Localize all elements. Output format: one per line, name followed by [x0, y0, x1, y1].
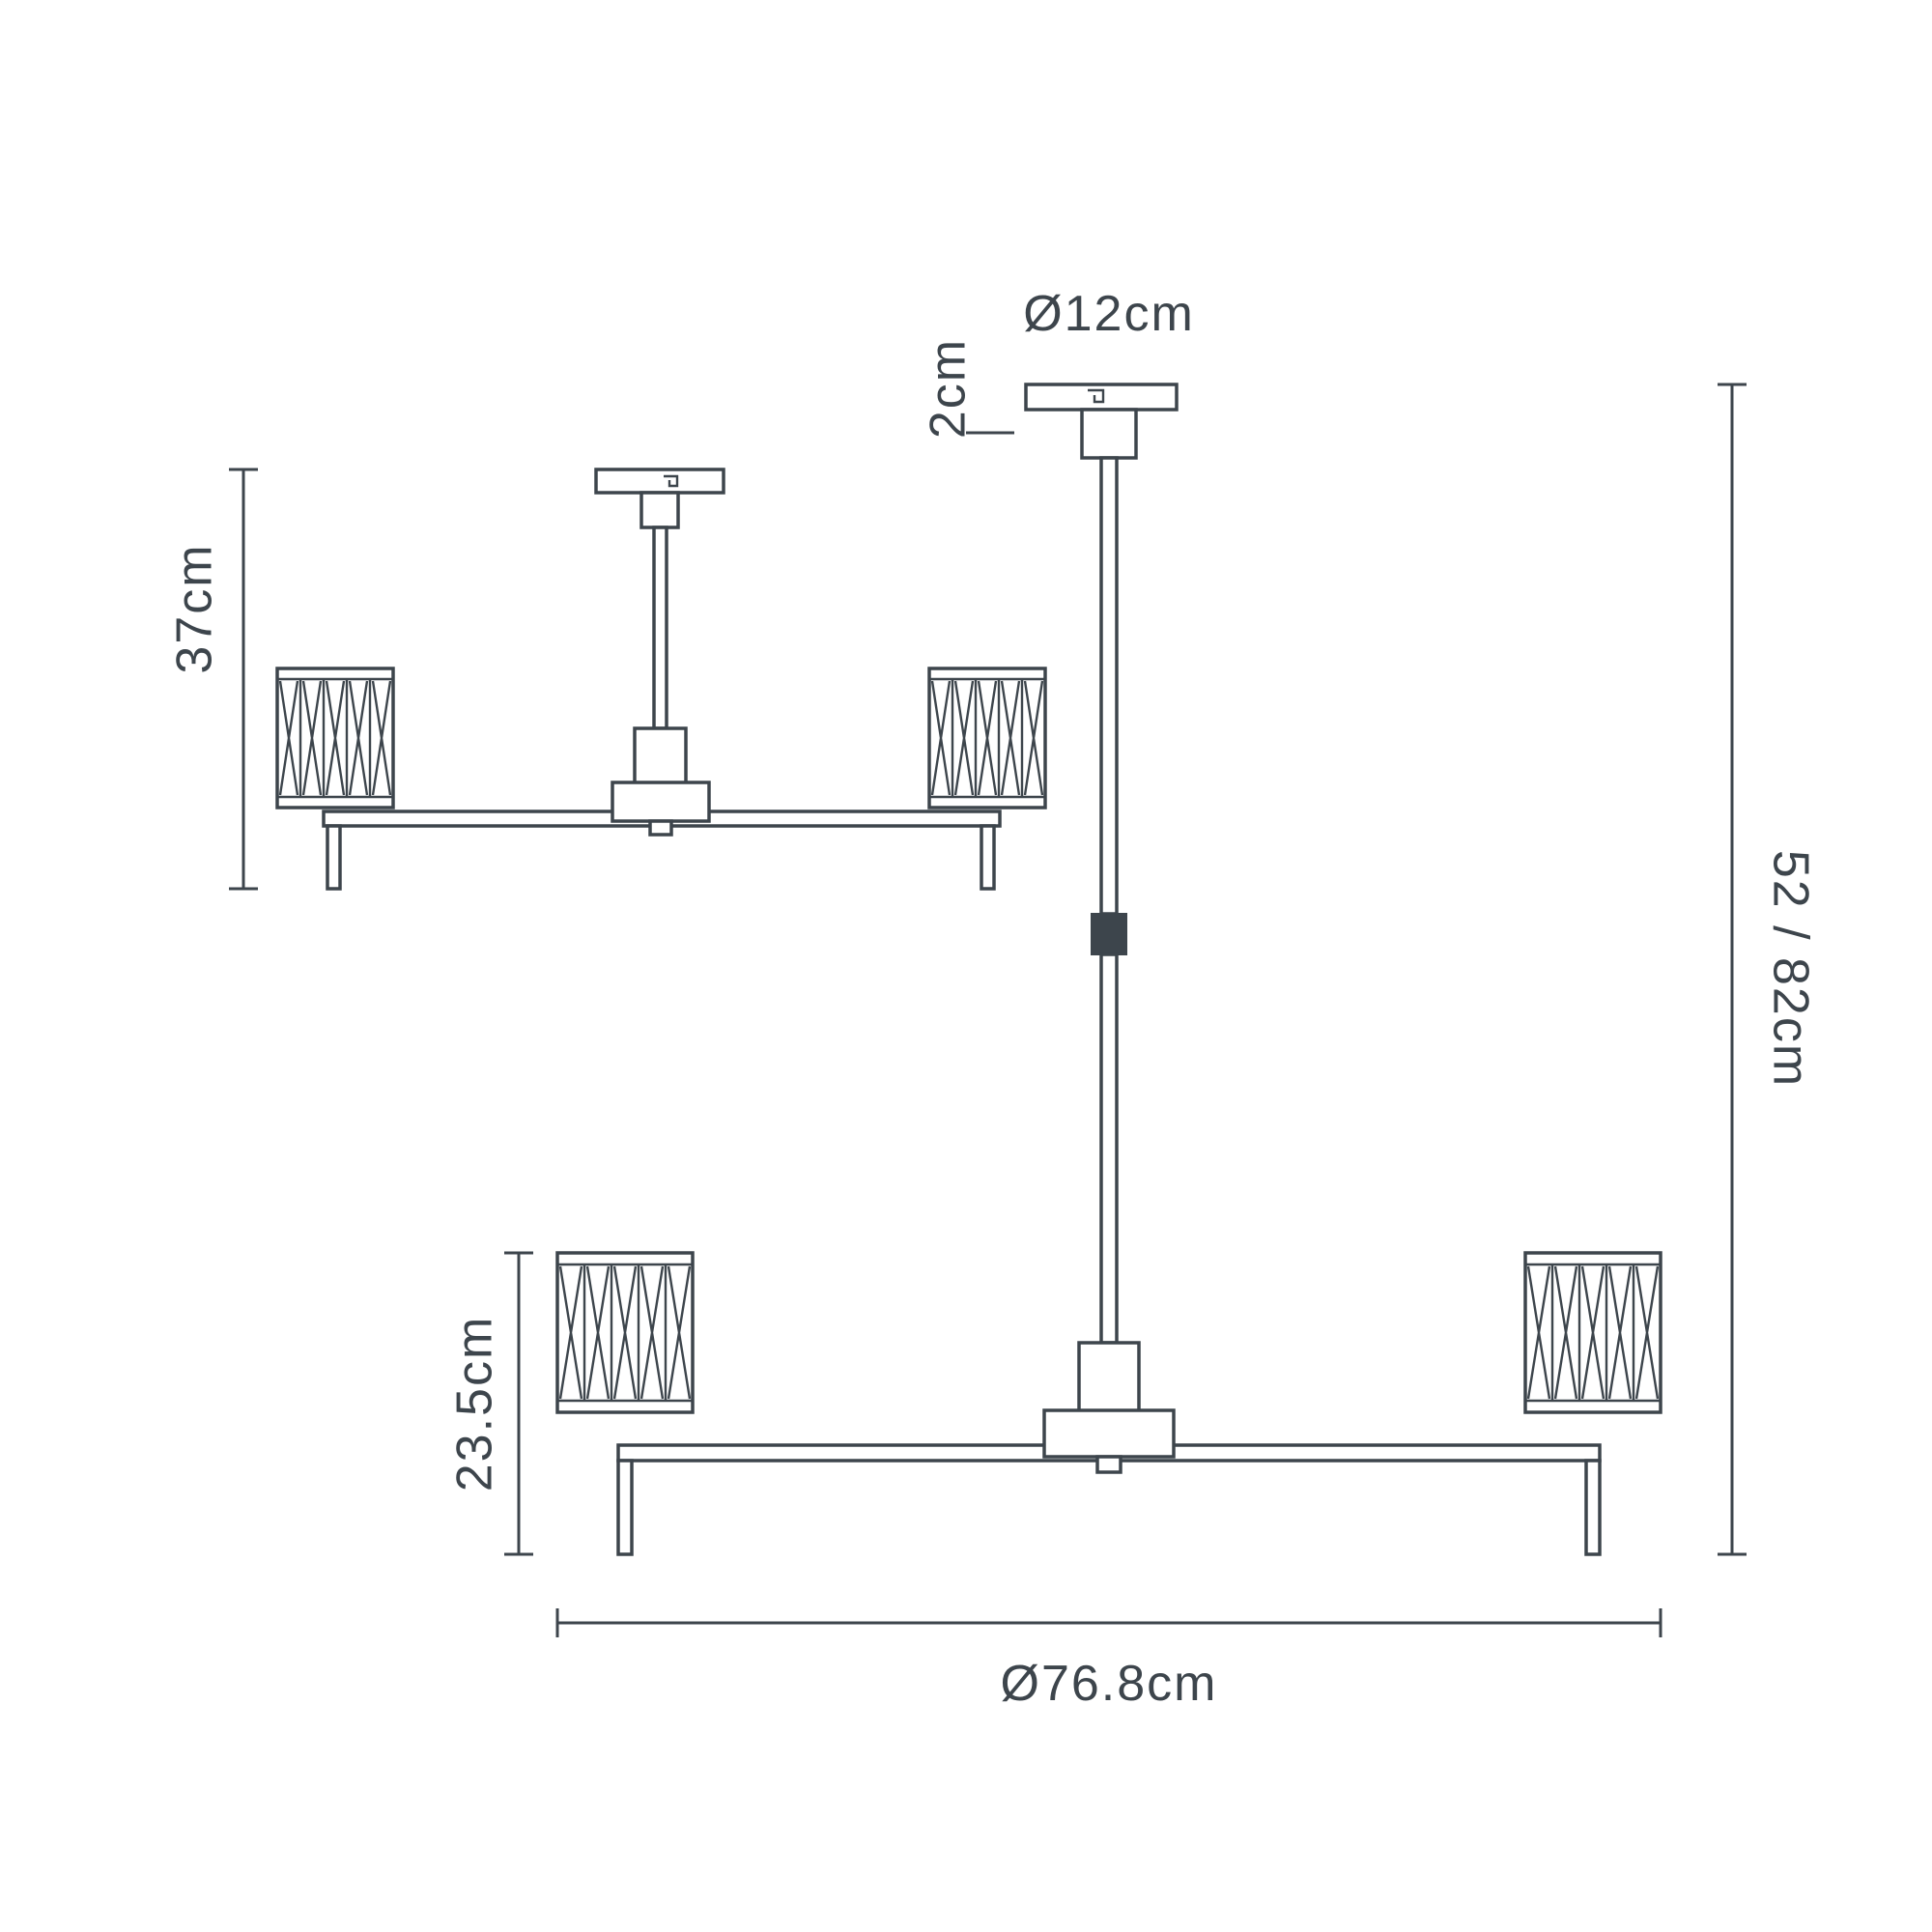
ceiling-plate: [594, 468, 725, 495]
lamp-stem-right: [980, 824, 996, 891]
center-body: [633, 726, 688, 786]
crystal-shade-right: [1523, 1251, 1662, 1414]
hub-finial: [1095, 1455, 1122, 1474]
label-overall-diameter: Ø76.8cm: [1001, 1656, 1218, 1712]
dimension-line-76_8cm: [555, 1608, 1662, 1637]
drop-rod-upper: [1099, 456, 1119, 916]
label-drop-height: 52 / 82cm: [1762, 850, 1818, 1088]
dimension-lines: [229, 383, 1747, 1637]
drop-rod: [652, 526, 668, 730]
hook-detail-icon: [664, 474, 679, 488]
dimension-line-23_5cm: [504, 1251, 533, 1556]
label-canopy-diameter: Ø12cm: [1023, 286, 1195, 342]
center-body: [1077, 1341, 1141, 1414]
label-canopy-height: 2cm: [921, 338, 977, 439]
lamp-stem-left: [616, 1459, 634, 1556]
dimension-labels: Ø12cm 2cm 37cm 52 / 82cm 23.5cm Ø76.8cm: [167, 286, 1819, 1712]
crystal-shade-left: [555, 1251, 695, 1414]
crystal-shade-right: [927, 667, 1047, 810]
dimension-line-37cm: [229, 468, 258, 891]
drop-rod-lower: [1099, 952, 1119, 1345]
label-compact-height: 37cm: [167, 543, 223, 673]
label-shade-height: 23.5cm: [447, 1316, 503, 1492]
ceiling-plate: [1024, 383, 1179, 412]
crystal-shade-left: [275, 667, 395, 810]
canopy-cup: [1080, 408, 1138, 460]
lamp-stem-left: [326, 824, 342, 891]
rod-connector: [1091, 913, 1127, 955]
hub-finial: [648, 819, 673, 837]
center-hub: [1042, 1408, 1176, 1459]
hook-detail-icon: [1088, 388, 1105, 404]
dimension-line-52-82cm: [1718, 383, 1747, 1556]
center-hub: [611, 781, 711, 823]
large-fixture: [555, 383, 1662, 1556]
canopy-cup: [639, 491, 680, 529]
small-fixture: [275, 468, 1047, 891]
lamp-stem-right: [1584, 1459, 1602, 1556]
